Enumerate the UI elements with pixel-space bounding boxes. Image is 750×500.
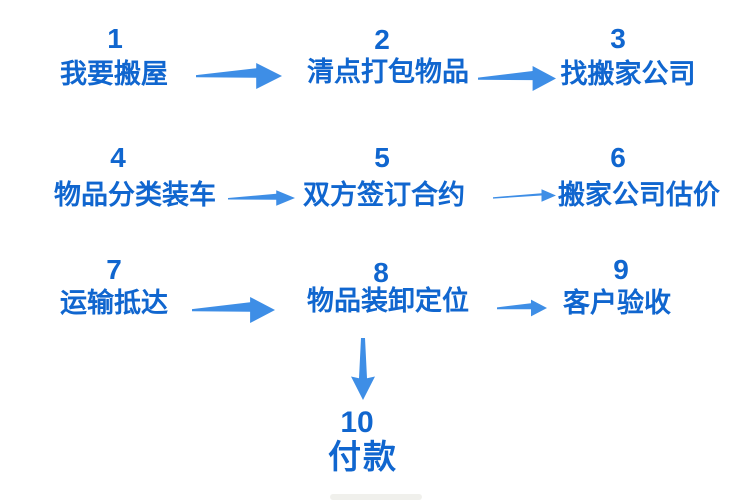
step-9-label: 客户验收 [563, 288, 671, 318]
bottom-cutoff-artifact [330, 494, 422, 500]
step-3-label: 找搬家公司 [560, 59, 696, 89]
step-6-number: 6 [610, 142, 626, 173]
step-7-label: 运输抵达 [60, 288, 168, 318]
arrow-right-icon [493, 189, 556, 202]
step-1-number: 1 [107, 23, 123, 54]
step-6-label: 搬家公司估价 [558, 180, 720, 210]
arrow-right-icon [478, 66, 556, 91]
arrow-right-icon [192, 297, 275, 323]
step-10-number: 10 [340, 406, 374, 439]
step-4-label: 物品分类装车 [54, 180, 216, 210]
arrow-down-icon [351, 338, 375, 400]
step-2-label: 清点打包物品 [307, 57, 469, 87]
step-2-number: 2 [374, 24, 390, 55]
step-8-number: 8 [373, 257, 389, 288]
step-10-label: 付款 [328, 438, 398, 475]
arrow-right-icon [196, 63, 282, 89]
step-5-label: 双方签订合约 [303, 180, 465, 210]
step-4-number: 4 [110, 142, 126, 173]
step-8-label: 物品装卸定位 [307, 286, 469, 316]
step-9-number: 9 [613, 254, 629, 285]
arrow-right-icon [497, 299, 547, 317]
step-3-number: 3 [610, 23, 626, 54]
step-7-number: 7 [106, 254, 122, 285]
step-5-number: 5 [374, 142, 390, 173]
arrow-right-icon [228, 190, 295, 206]
step-1-label: 我要搬屋 [60, 59, 168, 89]
